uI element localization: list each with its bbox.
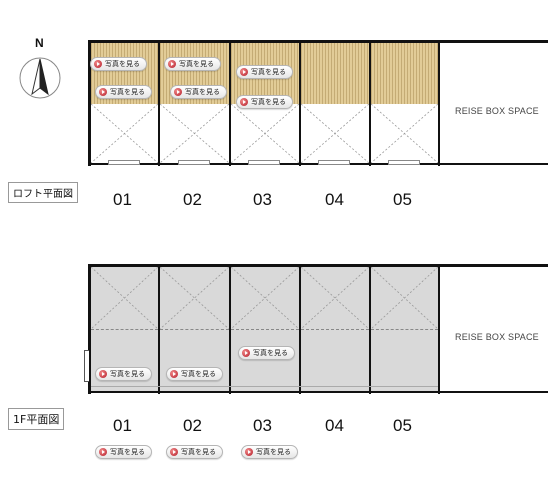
door-mark xyxy=(318,160,350,165)
first-floor-bottom-photo-button-01[interactable]: 写真を見る xyxy=(95,445,152,459)
loft-unit-number: 04 xyxy=(325,190,344,209)
first-floor-bottom-photo-button-02[interactable]: 写真を見る xyxy=(166,445,223,459)
first-floor-unit-04 xyxy=(301,267,369,391)
play-icon xyxy=(168,60,176,68)
play-icon xyxy=(240,68,248,76)
loft-photo-button-02-a[interactable]: 写真を見る xyxy=(164,57,221,71)
first-floor-reise-box-space-label: REISE BOX SPACE xyxy=(455,332,539,342)
loft-plan: REISE BOX SPACE xyxy=(88,40,548,166)
first-floor-photo-button-01[interactable]: 写真を見る xyxy=(95,367,152,381)
first-floor-plan: REISE BOX SPACE xyxy=(88,264,548,394)
loft-photo-button-03-b[interactable]: 写真を見る xyxy=(236,95,293,109)
first-floor-unit-number: 05 xyxy=(393,416,412,435)
loft-reise-box-space-label: REISE BOX SPACE xyxy=(455,106,539,116)
loft-photo-button-02-b[interactable]: 写真を見る xyxy=(170,85,227,99)
play-icon xyxy=(242,349,250,357)
play-icon xyxy=(170,448,178,456)
play-icon xyxy=(170,370,178,378)
door-mark xyxy=(248,160,280,165)
loft-unit-number: 05 xyxy=(393,190,412,209)
door-mark xyxy=(388,160,420,165)
first-floor-photo-button-02[interactable]: 写真を見る xyxy=(166,367,223,381)
first-floor-unit-number: 03 xyxy=(253,416,272,435)
entry-notch xyxy=(84,350,89,382)
first-floor-plan-label: 1F平面図 xyxy=(8,408,65,430)
play-icon xyxy=(245,448,253,456)
play-icon xyxy=(94,60,102,68)
first-floor-unit-number: 02 xyxy=(183,416,202,435)
loft-unit-05 xyxy=(371,43,438,163)
threshold-line xyxy=(91,386,438,387)
play-icon xyxy=(240,98,248,106)
loft-unit-04 xyxy=(301,43,369,163)
loft-floor-plan-label: ロフト平面図 xyxy=(8,182,78,203)
play-icon xyxy=(99,448,107,456)
compass-north-label: N xyxy=(35,36,44,50)
loft-photo-button-01-b[interactable]: 写真を見る xyxy=(95,85,152,99)
loft-photo-button-01-a[interactable]: 写真を見る xyxy=(90,57,147,71)
north-arrow-icon xyxy=(19,57,61,99)
loft-photo-button-03-a[interactable]: 写真を見る xyxy=(236,65,293,79)
play-icon xyxy=(174,88,182,96)
first-floor-unit-number: 01 xyxy=(113,416,132,435)
first-floor-unit-05 xyxy=(371,267,438,391)
loft-unit-number: 03 xyxy=(253,190,272,209)
first-floor-unit-03 xyxy=(231,267,299,391)
loft-unit-number: 02 xyxy=(183,190,202,209)
play-icon xyxy=(99,370,107,378)
play-icon xyxy=(99,88,107,96)
door-mark xyxy=(178,160,210,165)
loft-unit-number: 01 xyxy=(113,190,132,209)
first-floor-photo-button-03[interactable]: 写真を見る xyxy=(238,346,295,360)
first-floor-bottom-photo-button-03[interactable]: 写真を見る xyxy=(241,445,298,459)
door-mark xyxy=(108,160,140,165)
first-floor-unit-number: 04 xyxy=(325,416,344,435)
